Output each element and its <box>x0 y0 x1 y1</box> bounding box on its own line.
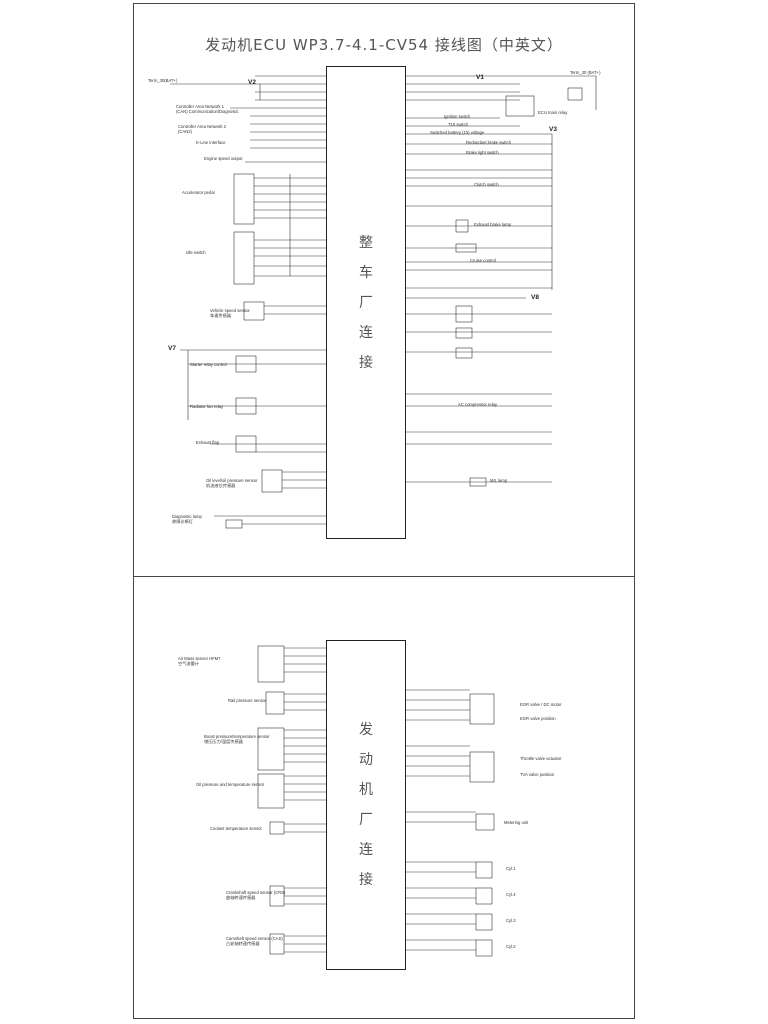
drawing-sheet <box>133 3 635 1019</box>
label-kline: K-Line Interface <box>196 140 226 145</box>
label-can-diagnostic: Controller Area Network 1 (CAN) Communic… <box>176 104 239 114</box>
label-switched-battery: Switched battery (15) voltage <box>430 130 485 135</box>
label-brake-light: Brake light switch <box>466 150 499 155</box>
label-boost-sensor: Boost pressure/temperature sensor 增压压力/温… <box>204 734 270 744</box>
label-clutch-switch: Clutch switch <box>474 182 499 187</box>
term30-left-label: Term_30(BAT+) <box>148 78 178 83</box>
label-mil-lamp: MIL lamp <box>490 478 508 483</box>
node-v7: V7 <box>168 345 176 352</box>
ecu-engine-connector: 发动机厂连接 <box>326 640 406 970</box>
node-v8: V8 <box>531 294 539 301</box>
label-exhaust-brake-lamp: Exhaust brake lamp <box>474 222 512 227</box>
label-rail-pressure: Rail pressure sensor <box>228 698 267 703</box>
label-metering-unit: Metering unit <box>504 820 529 825</box>
label-engine-speed-output: Engine speed output <box>204 156 243 161</box>
ecu-bottom-vertical-label: 发动机厂连接 <box>359 722 373 888</box>
diagram-title: 发动机ECU WP3.7-4.1-CV54 接线图（中英文） <box>205 36 563 54</box>
label-accelerator-pedal: Accelerator pedal <box>182 190 215 195</box>
ecu-vehicle-connector: 整车厂连接 <box>326 66 406 539</box>
label-throttle-valve: Throttle valve actuator <box>520 756 562 761</box>
label-injector-2: Cyl.2 <box>506 944 516 949</box>
label-can2: Controller Area Network 2 (CAN2) <box>178 124 226 134</box>
label-injector-4: Cyl.4 <box>506 892 516 897</box>
label-ignition-switch: Ignition switch <box>444 114 471 119</box>
label-idle-switch: Idle switch <box>186 250 206 255</box>
label-t15-switch: T15 switch <box>448 122 469 127</box>
label-tva-position: TVA valve position <box>520 772 555 777</box>
ecu-top-vertical-label: 整车厂连接 <box>359 234 373 371</box>
label-egr-position: EGR valve position <box>520 716 556 721</box>
label-camshaft-sensor: Camshaft speed sensor (CAS) 凸轮轴转速传感器 <box>226 936 283 946</box>
label-injector-3: Cyl.3 <box>506 918 516 923</box>
term30-right-label: Term_30 (BAT+) <box>570 70 601 75</box>
section-divider <box>133 576 635 577</box>
label-exhaust-flap: Exhaust flap <box>196 440 220 445</box>
node-v1: V1 <box>476 74 484 81</box>
label-main-relay: ECU main relay <box>538 110 568 115</box>
label-radiator-fan-relay: Radiator fan relay <box>190 404 224 409</box>
node-v3: V3 <box>549 126 557 133</box>
label-diagnostic-lamp: Diagnostic lamp 故障诊断灯 <box>172 514 202 524</box>
label-coolant-sensor: Coolant temperature sensor <box>210 826 262 831</box>
node-v2: V2 <box>248 79 256 86</box>
label-oil-temp-sensor: Oil pressure and temperature sensor <box>196 782 265 787</box>
label-crankshaft-sensor: Crankshaft speed sensor (CRS) 曲轴转速传感器 <box>226 890 286 900</box>
label-starter-relay: Starter relay control <box>190 362 227 367</box>
label-injector-1: Cyl.1 <box>506 866 516 871</box>
label-ac-compressor: AC compressor relay <box>458 402 498 407</box>
label-redundant-brake: Redundant brake switch <box>466 140 511 145</box>
label-cruise-control: Cruise control <box>470 258 496 263</box>
label-vehicle-speed-sensor: Vehicle speed sensor 车速传感器 <box>210 308 250 318</box>
label-egr-valve: EGR valve / DC motor <box>520 702 562 707</box>
label-oil-sensor: Oil level/oil pressure sensor 机油液位传感器 <box>206 478 258 488</box>
label-air-mass-sensor: Air Mass sensor HFM7 空气流量计 <box>178 656 221 666</box>
